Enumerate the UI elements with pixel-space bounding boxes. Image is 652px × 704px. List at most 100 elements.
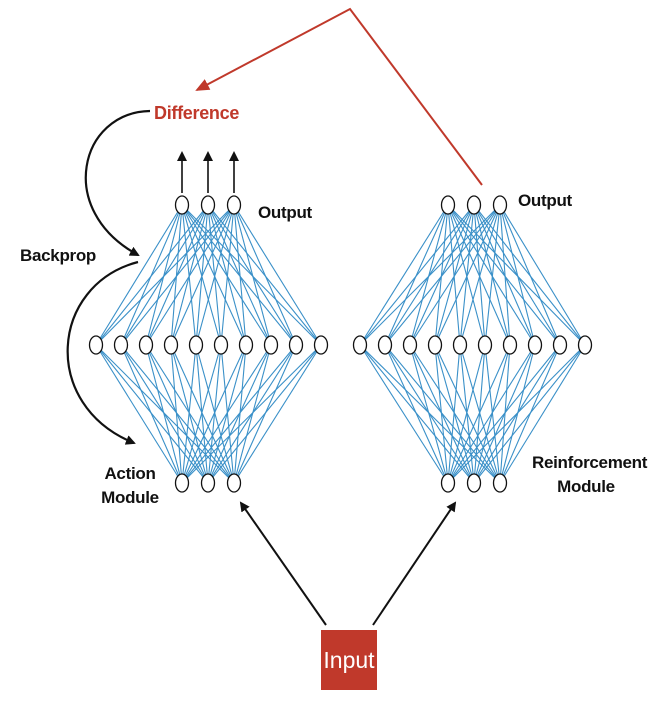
- action-module-connection: [170, 204, 235, 346]
- reinforcement-module-connection: [459, 344, 501, 484]
- action-module-connection: [233, 344, 322, 484]
- action-module-line1: Action: [104, 464, 156, 483]
- action-module-connection: [233, 204, 297, 346]
- reinforcement-module-hidden-neuron: [427, 335, 443, 355]
- output-label-action: Output: [258, 203, 312, 222]
- arrows: [66, 7, 483, 626]
- reinforcement-module-connection: [434, 204, 501, 346]
- action-module-connection: [195, 344, 235, 484]
- reinforcement-module-connection: [459, 204, 501, 346]
- reinforcement-module-input-neuron: [440, 473, 456, 493]
- action-module-output-neuron: [200, 195, 216, 215]
- reinforcement-module-connection: [384, 204, 501, 346]
- reinforcement-module-connection: [359, 344, 475, 484]
- action-module-hidden-neuron: [163, 335, 179, 355]
- reinforcement-module-hidden-neuron: [477, 335, 493, 355]
- reinforcement-module-line1: Reinforcement: [532, 453, 648, 472]
- action-module-hidden-neuron: [138, 335, 154, 355]
- action-module-hidden-neuron: [263, 335, 279, 355]
- reinforcement-module-connection: [359, 204, 475, 346]
- action-module-input-neuron: [200, 473, 216, 493]
- action-module-connection: [233, 204, 247, 346]
- action-module-connection: [95, 204, 183, 346]
- action-module-input-neuron: [226, 473, 242, 493]
- action-module-hidden-neuron: [313, 335, 329, 355]
- reinforcement-module-connection: [484, 204, 501, 346]
- reinforcement-module-hidden-neuron: [377, 335, 393, 355]
- reinforcement-module-connection: [499, 204, 511, 346]
- reinforcement-module-connection: [384, 344, 501, 484]
- reinforcement-module-connection: [499, 204, 536, 346]
- reinforcement-module-hidden-neuron: [527, 335, 543, 355]
- reinforcement-module-connection: [359, 204, 501, 346]
- action-module-hidden-neuron: [113, 335, 129, 355]
- reinforcement-module-hidden-neuron: [452, 335, 468, 355]
- input-box: Input: [323, 646, 375, 673]
- action-module-connection: [220, 344, 235, 484]
- reinforcement-module-input-neuron: [492, 473, 508, 493]
- reinforcement-module-connection: [484, 344, 501, 484]
- output-label-reinforcement: Output: [518, 191, 572, 210]
- action-module-connection: [233, 204, 322, 346]
- reinforcement-module-hidden-neuron: [402, 335, 418, 355]
- reinforcement-module-line2: Module: [557, 477, 615, 496]
- reinforcement-module-output-neuron: [440, 195, 456, 215]
- action-module-hidden-neuron: [288, 335, 304, 355]
- reinforcement-module-hidden-neuron: [352, 335, 368, 355]
- input-box-bg: [321, 630, 377, 690]
- action-module-connection: [233, 344, 272, 484]
- action-module-hidden-neuron: [88, 335, 104, 355]
- action-module-connection: [95, 344, 209, 484]
- reinforcement-module-connection: [499, 204, 561, 346]
- reinforcement-module-connection: [499, 344, 561, 484]
- action-module-label: Action Module: [92, 462, 168, 510]
- reinforcement-module-connection: [499, 344, 536, 484]
- action-module-output-neuron: [226, 195, 242, 215]
- action-module-connection: [145, 344, 235, 484]
- reinforcement-module-connection: [359, 344, 449, 484]
- neurons: [88, 195, 593, 493]
- action-module-connection: [195, 204, 235, 346]
- reinforcement-module-connection: [434, 344, 501, 484]
- action-module-output-neuron: [174, 195, 190, 215]
- reinforcement-module-hidden-neuron: [502, 335, 518, 355]
- difference-label: Difference: [154, 103, 240, 123]
- input-arrow-left: [239, 501, 327, 626]
- action-module-hidden-neuron: [213, 335, 229, 355]
- action-module-connection: [233, 204, 272, 346]
- action-module-connection: [95, 204, 235, 346]
- action-module-hidden-neuron: [188, 335, 204, 355]
- reinforcement-module-connection: [409, 204, 501, 346]
- action-module-line2: Module: [101, 488, 159, 507]
- backprop-label: Backprop: [20, 246, 97, 265]
- action-module-connection: [233, 344, 297, 484]
- reinforcement-module-connection: [409, 344, 501, 484]
- reinforcement-module-hidden-neuron: [552, 335, 568, 355]
- action-module-connection: [120, 204, 235, 346]
- action-module-connection: [95, 204, 209, 346]
- reinforcement-module-connection: [499, 344, 586, 484]
- action-module-connection: [233, 344, 247, 484]
- backprop-arrow-lower: [66, 260, 139, 445]
- reinforcement-module-output-neuron: [466, 195, 482, 215]
- reinforcement-module-connection: [359, 344, 501, 484]
- reinforcement-module-output-neuron: [492, 195, 508, 215]
- action-module-hidden-neuron: [238, 335, 254, 355]
- action-module-input-neuron: [174, 473, 190, 493]
- action-module-connection: [220, 204, 235, 346]
- reinforcement-module-hidden-neuron: [577, 335, 593, 355]
- action-module-connection: [120, 344, 235, 484]
- input-arrow-right: [372, 501, 457, 626]
- action-module-connection: [95, 344, 183, 484]
- reinforcement-module-connection: [499, 344, 511, 484]
- action-module-connection: [170, 344, 235, 484]
- reinforcement-module-connection: [359, 204, 449, 346]
- reinforcement-module-connection: [499, 204, 586, 346]
- reinforcement-module-label: Reinforcement Module: [532, 451, 648, 499]
- reinforcement-module-input-neuron: [466, 473, 482, 493]
- connection-lines: [95, 204, 586, 484]
- action-module-connection: [95, 344, 235, 484]
- backprop-arrow-upper: [84, 109, 151, 256]
